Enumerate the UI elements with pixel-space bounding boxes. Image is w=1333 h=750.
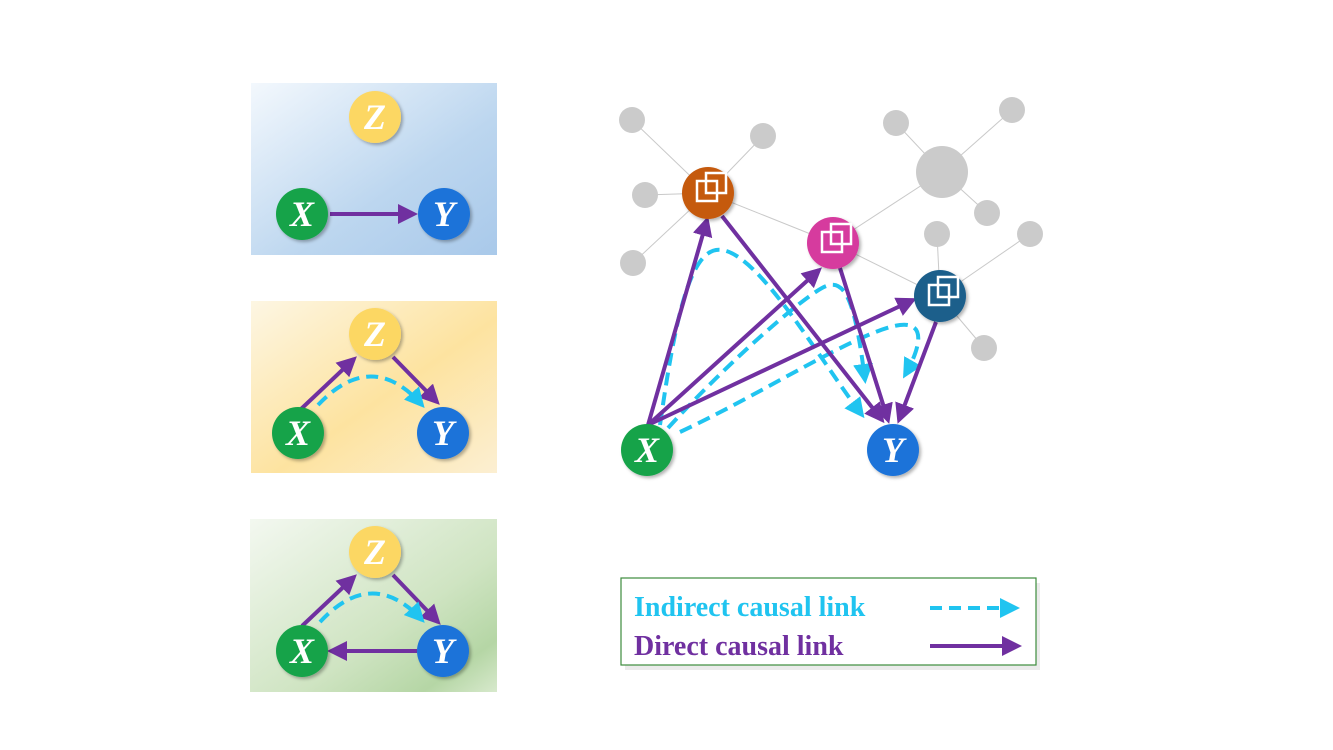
gray-node (971, 335, 997, 361)
indirect-link-via-magenta (666, 282, 873, 430)
svg-text:Z: Z (363, 97, 386, 137)
gray-node (632, 182, 658, 208)
direct-link-x-magenta (646, 267, 822, 427)
node-x: X (621, 424, 673, 476)
legend: Indirect causal link Direct causal link (620, 577, 1040, 670)
gray-node (750, 123, 776, 149)
svg-text:Y: Y (432, 631, 457, 671)
svg-text:Y: Y (433, 194, 458, 234)
direct-link-orange-y (720, 214, 885, 424)
gray-node (619, 107, 645, 133)
gray-node (924, 221, 950, 247)
direct-link-x-z (300, 574, 357, 628)
gray-node (620, 250, 646, 276)
panel-direct-only: Z X Y (251, 83, 497, 255)
panel-mediated-with-feedback: Z X Y (250, 519, 497, 692)
mediator-navy (914, 270, 966, 322)
gray-hub-node (916, 146, 968, 198)
direct-link-z-y (391, 573, 441, 625)
svg-text:X: X (634, 430, 660, 470)
legend-direct-label: Direct causal link (634, 631, 844, 662)
node-z: Z (349, 91, 401, 143)
overlap-squares-icon (820, 222, 853, 254)
gray-node (883, 110, 909, 136)
gray-node (1017, 221, 1043, 247)
node-x: X (272, 407, 324, 459)
direct-link-x-z (298, 356, 357, 412)
indirect-link-x-y (316, 374, 425, 409)
svg-text:Y: Y (432, 413, 457, 453)
gray-node (974, 200, 1000, 226)
node-y: Y (867, 424, 919, 476)
mediator-magenta (807, 217, 859, 269)
svg-text:X: X (289, 194, 315, 234)
overlap-squares-icon (927, 275, 960, 307)
indirect-links (658, 247, 922, 434)
direct-link-navy-y (895, 321, 938, 424)
node-y: Y (418, 188, 470, 240)
legend-indirect-label: Indirect causal link (634, 592, 866, 623)
svg-text:Z: Z (363, 314, 386, 354)
indirect-link-x-y (318, 591, 425, 624)
node-x: X (276, 625, 328, 677)
direct-link-z-y (391, 355, 440, 405)
direct-link-magenta-y (838, 267, 893, 424)
overlap-squares-icon (695, 171, 728, 203)
mediator-orange (682, 167, 734, 219)
svg-text:Z: Z (363, 532, 386, 572)
svg-text:X: X (289, 631, 315, 671)
node-z: Z (349, 308, 401, 360)
gray-node (999, 97, 1025, 123)
indirect-link-via-navy (679, 322, 922, 434)
panel-mediated: Z X Y (251, 301, 497, 473)
direct-links (646, 214, 938, 427)
node-y: Y (417, 407, 469, 459)
legend-box (620, 577, 1037, 666)
node-x: X (276, 188, 328, 240)
direct-link-x-orange (646, 216, 713, 426)
network-diagram: X Y (619, 97, 1043, 476)
node-z: Z (349, 526, 401, 578)
direct-link-x-navy (647, 297, 917, 427)
svg-text:X: X (285, 413, 311, 453)
node-y: Y (417, 625, 469, 677)
svg-text:Y: Y (882, 430, 907, 470)
gray-nodes (619, 97, 1043, 361)
